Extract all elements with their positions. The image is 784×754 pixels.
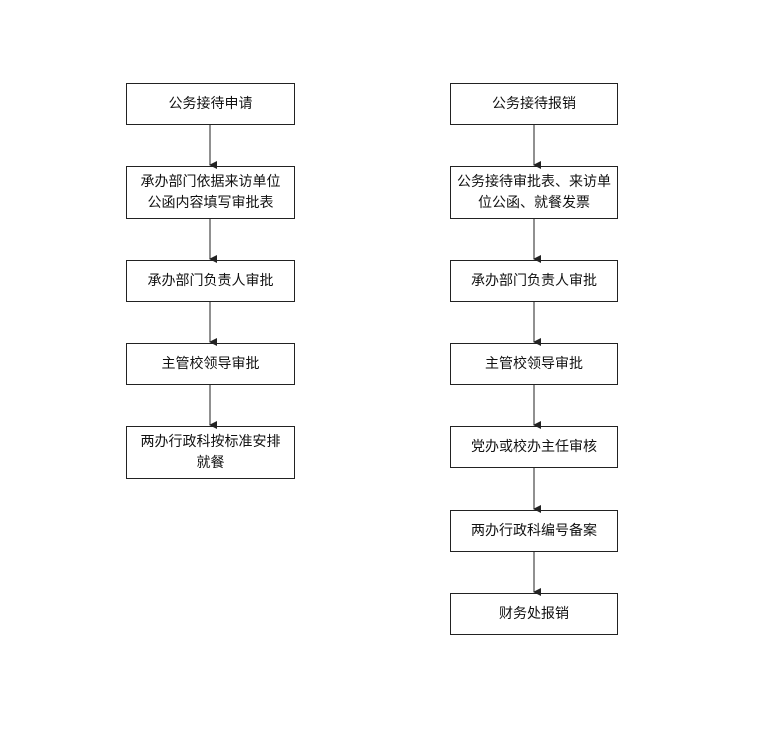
right-step-documents: 公务接待审批表、来访单 位公函、就餐发票 — [450, 166, 618, 219]
left-step-leader-approval-label: 主管校领导审批 — [161, 355, 260, 372]
left-step-fill-form-label: 承办部门依据来访单位 公函内容填写审批表 — [140, 173, 281, 211]
right-step-dept-approval-label: 承办部门负责人审批 — [471, 272, 597, 289]
left-step-dept-approval: 承办部门负责人审批 — [126, 260, 295, 302]
right-step-reimbursement-start: 公务接待报销 — [450, 83, 618, 125]
left-step-dept-approval-label: 承办部门负责人审批 — [147, 272, 274, 289]
right-step-documents-label: 公务接待审批表、来访单 位公函、就餐发票 — [457, 173, 611, 211]
left-step-application-label: 公务接待申请 — [168, 95, 253, 112]
right-step-office-review-label: 党办或校办主任审核 — [471, 438, 597, 455]
right-step-finance-reimburse: 财务处报销 — [450, 593, 618, 635]
right-step-leader-approval-label: 主管校领导审批 — [485, 355, 583, 372]
left-step-fill-form: 承办部门依据来访单位 公函内容填写审批表 — [126, 166, 295, 219]
right-step-filing-label: 两办行政科编号备案 — [471, 522, 597, 539]
right-step-office-review: 党办或校办主任审核 — [450, 426, 618, 468]
right-step-dept-approval: 承办部门负责人审批 — [450, 260, 618, 302]
left-step-application: 公务接待申请 — [126, 83, 295, 125]
right-step-reimbursement-start-label: 公务接待报销 — [492, 95, 576, 112]
left-step-arrange-dining-label: 两办行政科按标准安排 就餐 — [140, 433, 281, 471]
right-step-finance-reimburse-label: 财务处报销 — [499, 605, 569, 622]
